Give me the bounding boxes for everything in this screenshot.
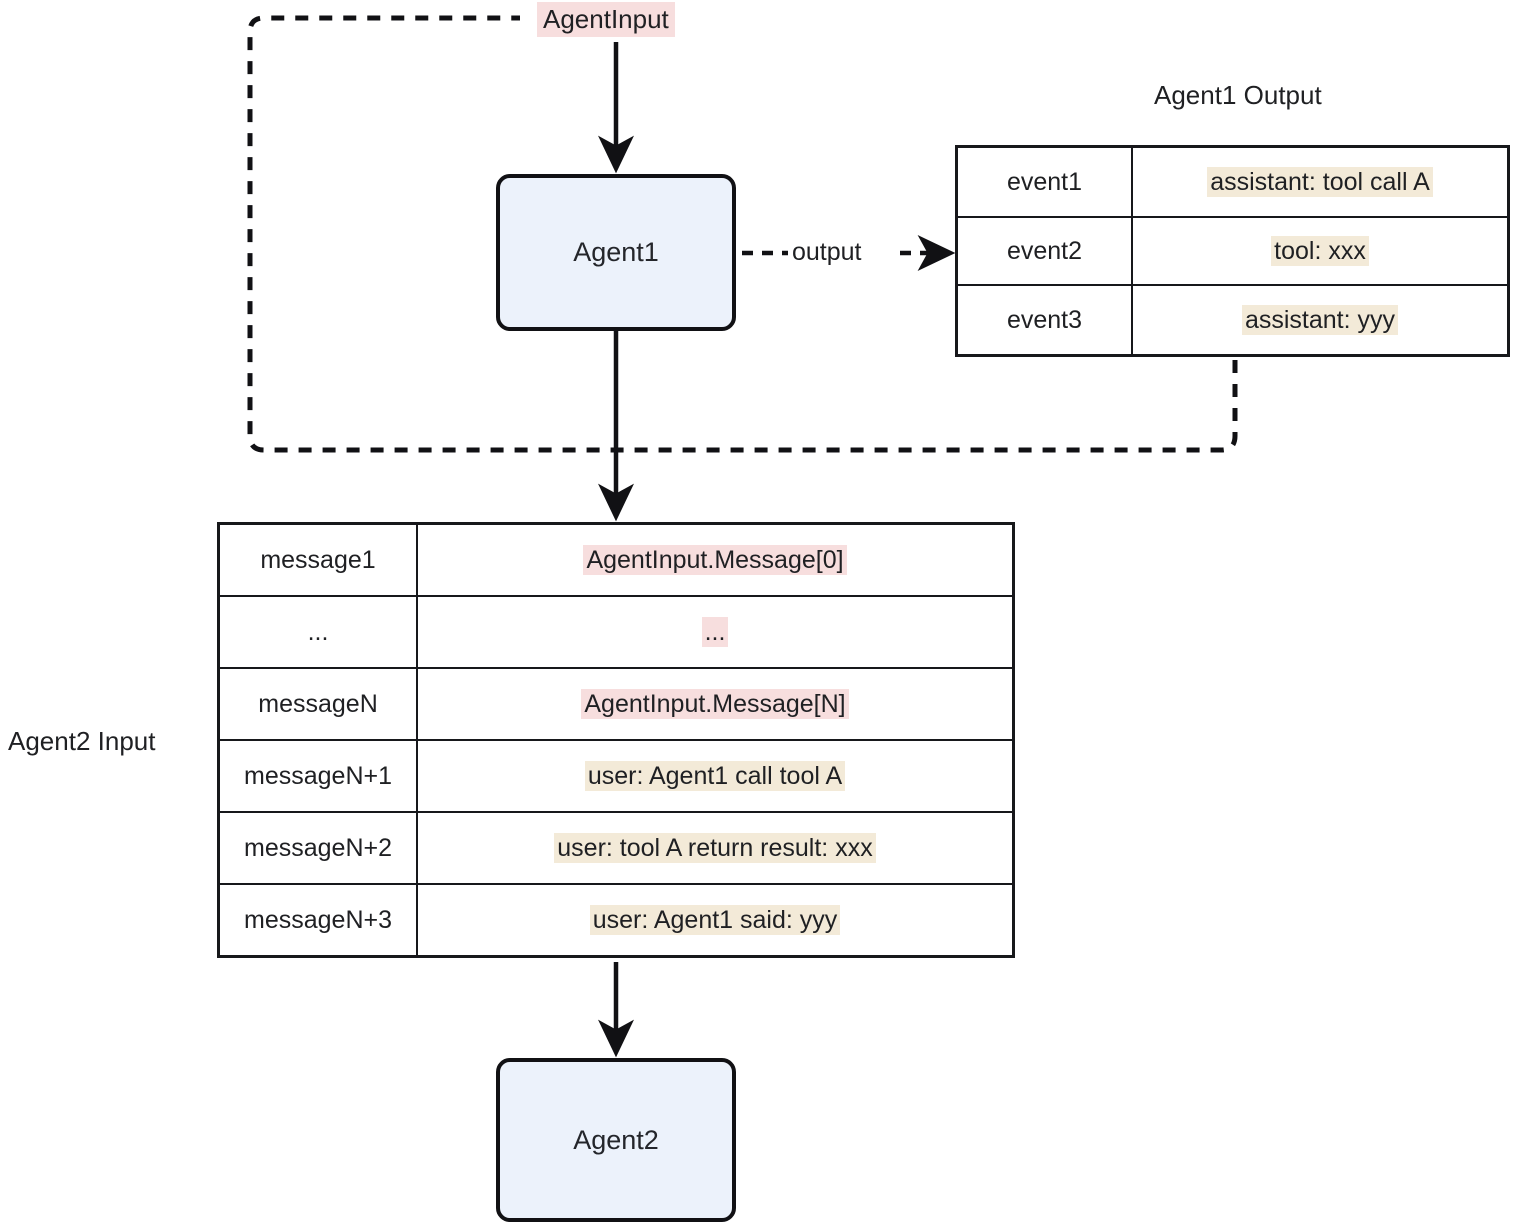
row-key: messageN+3: [217, 882, 418, 958]
row-key-text: event3: [1006, 306, 1083, 335]
row-value: user: Agent1 call tool A: [416, 738, 1015, 813]
row-key-text: ...: [307, 618, 329, 647]
row-value-text: assistant: yyy: [1241, 305, 1399, 336]
row-key-text: messageN: [258, 690, 378, 719]
row-value: assistant: yyy: [1131, 284, 1510, 357]
row-value: user: tool A return result: xxx: [416, 810, 1015, 885]
table-row[interactable]: messageN+1 user: Agent1 call tool A: [217, 738, 1015, 813]
agent-input-label: AgentInput: [537, 2, 675, 37]
row-key-text: messageN+2: [244, 833, 392, 862]
row-key: messageN: [217, 667, 418, 741]
row-value-text: ...: [701, 617, 729, 648]
row-key-text: messageN+1: [244, 761, 392, 790]
table-row[interactable]: messageN AgentInput.Message[N]: [217, 667, 1015, 741]
agent1-node[interactable]: Agent1: [496, 174, 736, 331]
agent2-input-title: Agent2 Input: [8, 726, 156, 756]
row-key-text: event2: [1006, 236, 1083, 265]
row-value: ...: [416, 595, 1015, 670]
row-value: assistant: tool call A: [1131, 145, 1510, 218]
row-key: event1: [955, 145, 1133, 218]
agent2-node[interactable]: Agent2: [496, 1058, 736, 1222]
row-value-text: user: Agent1 call tool A: [584, 760, 846, 791]
table-row[interactable]: event3 assistant: yyy: [955, 284, 1510, 357]
agent2-input-table-body: message1 AgentInput.Message[0] ... ... m…: [217, 522, 1015, 958]
agent2-node-label: Agent2: [573, 1124, 659, 1155]
row-key: messageN+1: [217, 738, 418, 813]
row-value: tool: xxx: [1131, 215, 1510, 287]
agent1-output-table-body: event1 assistant: tool call A event2 too…: [955, 145, 1510, 357]
row-value-text: user: tool A return result: xxx: [554, 832, 876, 863]
output-edge-label: output: [788, 238, 866, 267]
row-key: event3: [955, 284, 1133, 357]
table-row[interactable]: messageN+2 user: tool A return result: x…: [217, 810, 1015, 885]
table-row[interactable]: ... ...: [217, 595, 1015, 670]
row-key: ...: [217, 595, 418, 670]
table-row[interactable]: messageN+3 user: Agent1 said: yyy: [217, 882, 1015, 958]
row-key-text: event1: [1006, 167, 1083, 196]
agent2-input-table: message1 AgentInput.Message[0] ... ... m…: [217, 522, 1015, 958]
row-key: messageN+2: [217, 810, 418, 885]
row-key: event2: [955, 215, 1133, 287]
agent1-output-table: event1 assistant: tool call A event2 too…: [955, 145, 1510, 357]
row-value-text: AgentInput.Message[N]: [581, 689, 849, 720]
row-value: AgentInput.Message[0]: [416, 522, 1015, 598]
row-value-text: user: Agent1 said: yyy: [589, 904, 841, 935]
row-value-text: tool: xxx: [1271, 235, 1369, 266]
table-row[interactable]: message1 AgentInput.Message[0]: [217, 522, 1015, 598]
row-value: user: Agent1 said: yyy: [416, 882, 1015, 958]
table-row[interactable]: event2 tool: xxx: [955, 215, 1510, 287]
row-value-text: AgentInput.Message[0]: [583, 545, 847, 576]
agent1-node-label: Agent1: [573, 237, 659, 267]
row-key: message1: [217, 522, 418, 598]
row-key-text: messageN+3: [244, 905, 392, 934]
row-value: AgentInput.Message[N]: [416, 667, 1015, 741]
row-value-text: assistant: tool call A: [1207, 166, 1433, 197]
table-row[interactable]: event1 assistant: tool call A: [955, 145, 1510, 218]
agent1-output-title: Agent1 Output: [1154, 80, 1322, 110]
row-key-text: message1: [260, 546, 376, 575]
